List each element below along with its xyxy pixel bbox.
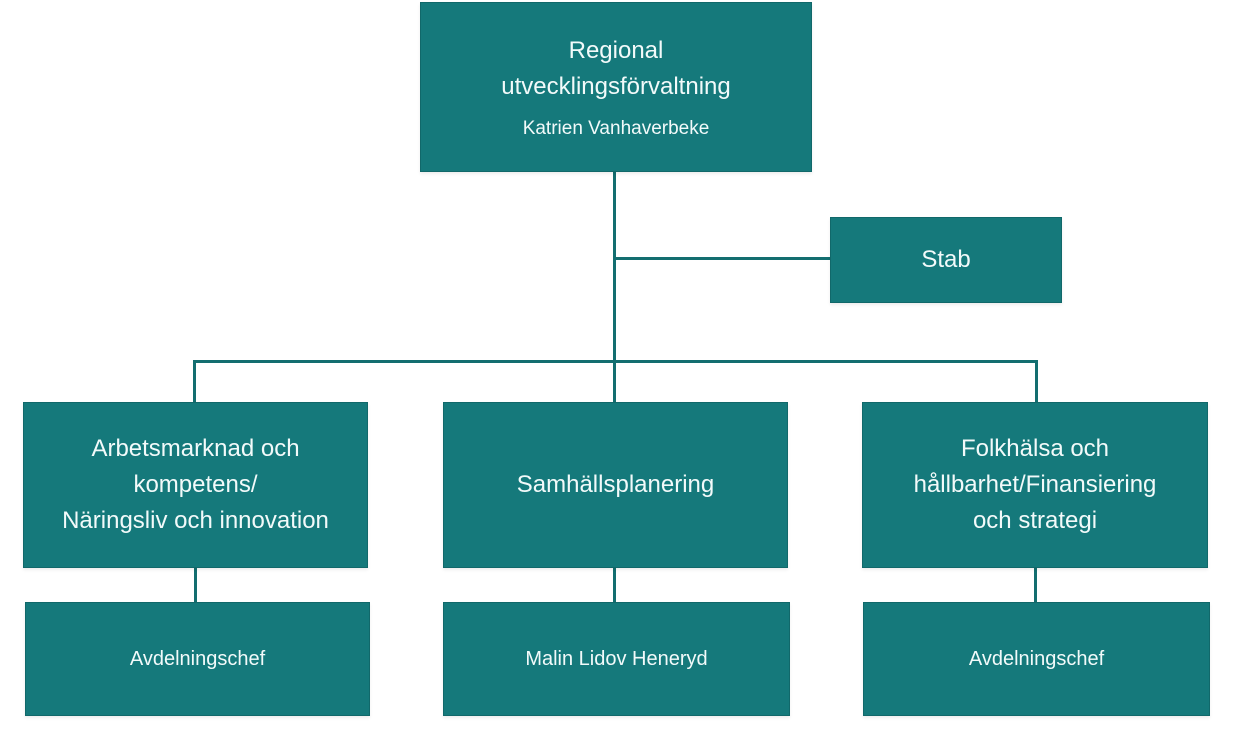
org-box-sub-avdelningschef-2: Avdelningschef [863,602,1210,716]
connector-branch3-drop [1035,360,1038,402]
org-box-sub-avdelningschef-1: Avdelningschef [25,602,370,716]
sub-label: Avdelningschef [129,647,266,670]
connector-sub2-drop [613,568,616,602]
connector-sub1-drop [194,568,197,602]
sub-label: Malin Lidov Heneryd [525,647,708,670]
connector-branch1-drop [193,360,196,402]
connector-branch-rail [193,360,1038,363]
sub-label: Avdelningschef [968,647,1105,670]
org-box-stab: Stab [830,217,1062,303]
org-box-branch-folkhalsa: Folkhälsa och hållbarhet/Finansiering oc… [862,402,1208,568]
connector-stab-horizontal [615,257,830,260]
branch-label: Folkhälsa och hållbarhet/Finansiering oc… [913,435,1157,534]
org-box-root: Regional utvecklingsförvaltning Katrien … [420,2,812,172]
root-title: Regional utvecklingsförvaltning [501,37,731,101]
stab-label: Stab [921,246,971,273]
org-box-branch-arbetsmarknad: Arbetsmarknad och kompetens/ Näringsliv … [23,402,368,568]
branch-label: Arbetsmarknad och kompetens/ Näringsliv … [62,435,329,534]
branch-label: Samhällsplanering [516,471,715,498]
connector-sub3-drop [1034,568,1037,602]
connector-trunk-vertical [613,172,616,402]
root-person: Katrien Vanhaverbeke [522,118,710,140]
org-box-branch-samhallsplanering: Samhällsplanering [443,402,788,568]
org-box-sub-malin-lidov-heneryd: Malin Lidov Heneryd [443,602,790,716]
